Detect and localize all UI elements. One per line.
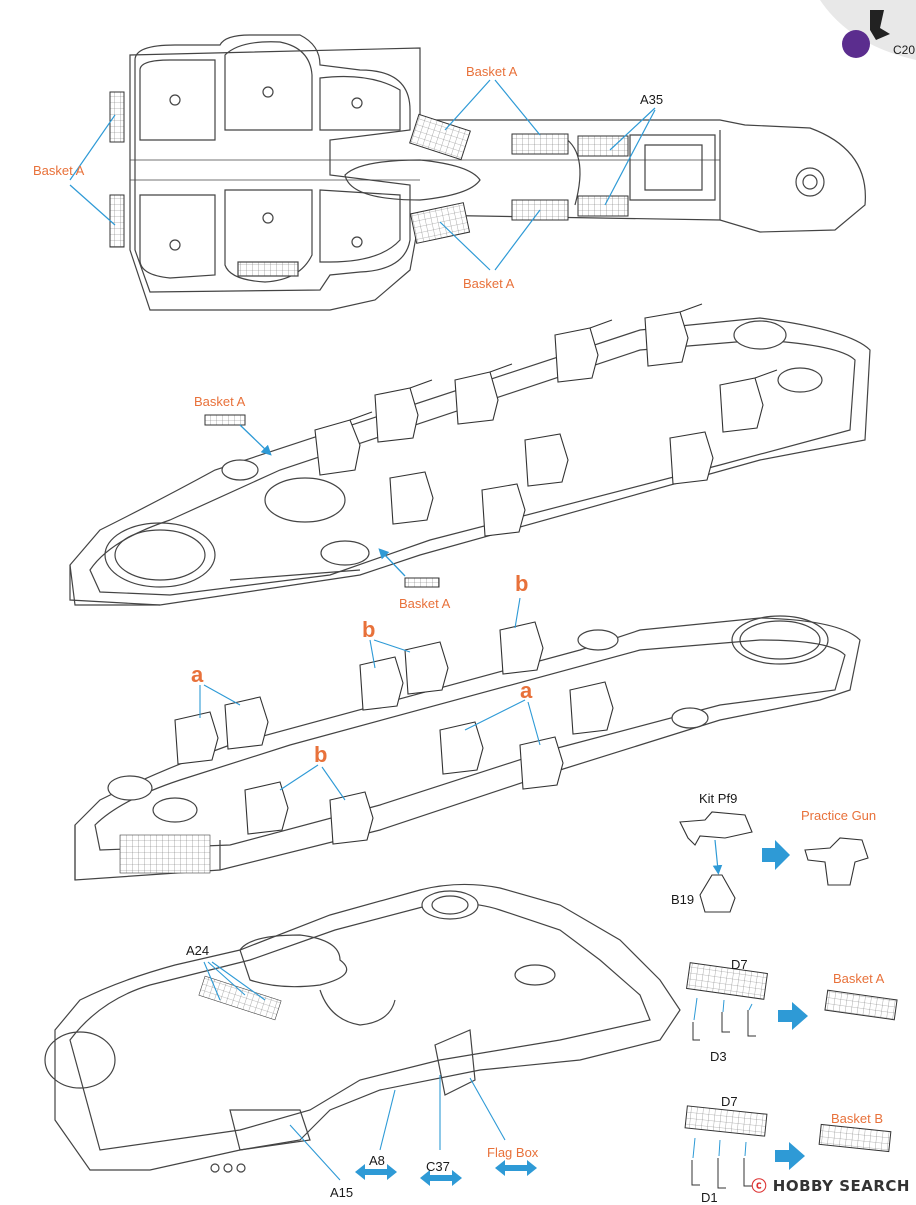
label-c37: C37: [426, 1159, 450, 1174]
label-kit-pf9: Kit Pf9: [699, 791, 738, 806]
label-flag-box: Flag Box: [487, 1145, 539, 1160]
label-basket-a-view1-top: Basket A: [194, 394, 246, 409]
label-b-mid: b: [362, 617, 376, 642]
basket-a-assembly: [686, 962, 898, 1041]
label-d1: D1: [701, 1190, 718, 1205]
leader-lines-3: [199, 597, 541, 801]
leader-lines-1: [69, 79, 656, 271]
label-a-mid: a: [520, 678, 533, 703]
label-basket-a-view1-bottom: Basket A: [399, 596, 451, 611]
label-a15: A15: [330, 1185, 354, 1200]
label-b19: B19: [671, 892, 695, 907]
label-b-low: b: [314, 742, 328, 767]
label-basket-a-bottom: Basket A: [463, 276, 515, 291]
label-basket-a-top: Basket A: [466, 64, 518, 79]
deck-plan-top-view: [129, 34, 866, 311]
label-d3: D3: [710, 1049, 727, 1064]
practice-gun-arrows: [712, 839, 790, 875]
turrets-view-2: [174, 621, 614, 845]
hull-isometric-view-1: [69, 317, 871, 606]
basket-b-arrow: [775, 1142, 805, 1170]
label-practice-gun: Practice Gun: [801, 808, 877, 823]
label-d7-basket-b: D7: [721, 1094, 738, 1109]
label-a8: A8: [369, 1153, 385, 1168]
practice-gun-assembly: [679, 811, 869, 913]
leader-lines-4: [203, 961, 506, 1181]
label-a35: A35: [640, 92, 664, 107]
basket-a-parts-view-1: [204, 414, 440, 588]
basket-b-assembly: [684, 1105, 892, 1189]
step-badge: [820, 0, 916, 60]
label-basket-a-left: Basket A: [33, 163, 85, 178]
step-badge-label: C20: [893, 43, 916, 57]
double-arrows: [355, 1160, 537, 1186]
turrets-view-1: [314, 303, 778, 537]
superstructure-isometric: [44, 883, 681, 1173]
leader-lines-2: [239, 424, 406, 577]
label-b-top: b: [515, 571, 529, 596]
label-d7-basket-a: D7: [731, 957, 748, 972]
watermark-logo: ⓒ HOBBY SEARCH: [751, 1177, 910, 1195]
basket-a-arrow: [778, 1002, 808, 1030]
label-basket-a-result: Basket A: [833, 971, 885, 986]
label-a-left: a: [191, 662, 204, 687]
watermark-text: HOBBY SEARCH: [772, 1177, 910, 1195]
label-basket-b-result: Basket B: [831, 1111, 884, 1126]
label-a24: A24: [186, 943, 210, 958]
